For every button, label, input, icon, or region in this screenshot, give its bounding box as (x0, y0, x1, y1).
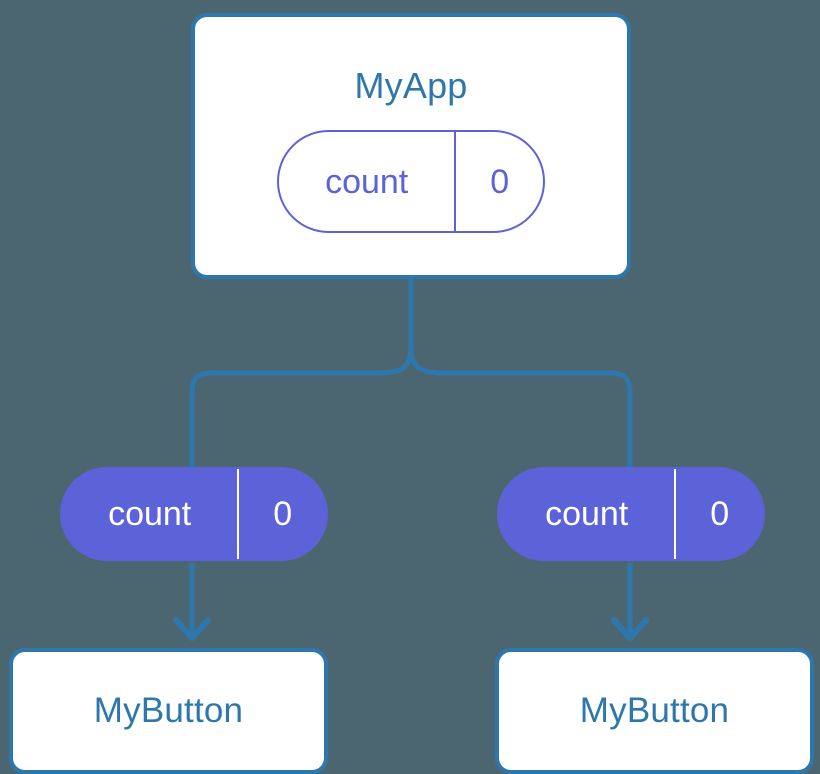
prop-pill-right-key: count (545, 495, 629, 533)
prop-pill-right[interactable]: count 0 (497, 467, 765, 561)
state-pill-root-key: count (325, 162, 409, 201)
prop-pill-right-value: 0 (674, 469, 763, 559)
prop-pill-left-key: count (108, 495, 192, 533)
prop-pill-left[interactable]: count 0 (60, 467, 328, 561)
state-pill-root-value: 0 (454, 132, 543, 231)
component-name-myapp: MyApp (354, 65, 468, 106)
arrow-head-right (611, 617, 649, 641)
component-name-mybutton-right: MyButton (579, 691, 730, 730)
component-box-mybutton-left[interactable]: MyButton (9, 648, 328, 774)
component-name-mybutton-left: MyButton (93, 691, 244, 730)
state-pill-root[interactable]: count 0 (277, 130, 545, 233)
arrow-head-left (173, 617, 211, 641)
prop-pill-left-value: 0 (237, 469, 326, 559)
branch-line-right (408, 345, 633, 471)
component-box-mybutton-right[interactable]: MyButton (495, 648, 814, 774)
branch-line-left (189, 345, 414, 471)
